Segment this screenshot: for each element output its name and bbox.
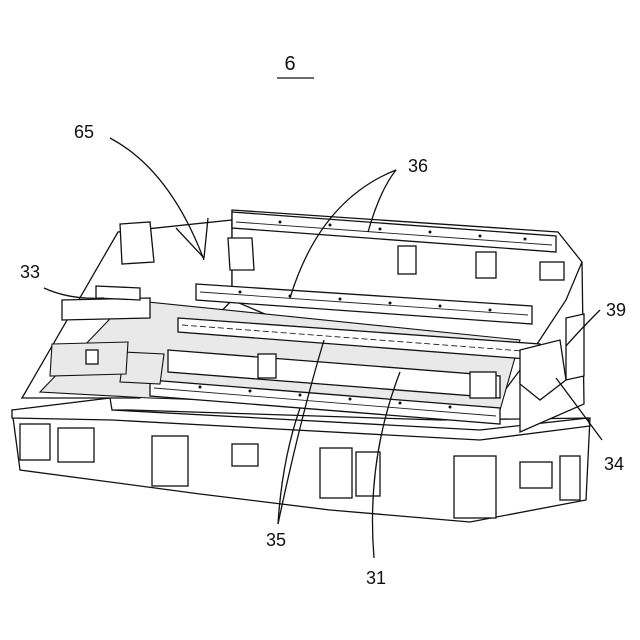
- label-33: 33: [20, 262, 40, 282]
- label-65: 65: [74, 122, 94, 142]
- figure-number: 6: [284, 53, 295, 75]
- label-39: 39: [606, 300, 626, 320]
- label-36: 36: [408, 156, 428, 176]
- label-35: 35: [266, 530, 286, 550]
- label-31: 31: [366, 568, 386, 588]
- label-34: 34: [604, 454, 624, 474]
